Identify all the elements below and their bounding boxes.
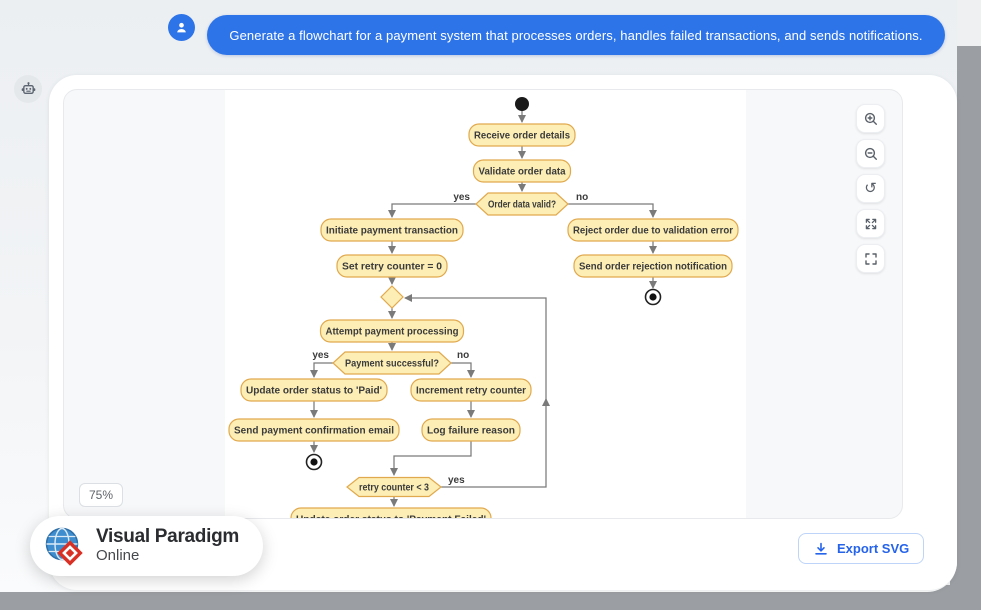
flow-node-label: retry counter < 3 xyxy=(359,483,429,494)
flow-node-label: Order data valid? xyxy=(488,200,556,211)
flow-edge xyxy=(309,362,333,379)
fit-screen-button[interactable] xyxy=(856,244,885,273)
flow-node-label: Send payment confirmation email xyxy=(234,426,394,437)
fit-screen-icon xyxy=(864,252,877,265)
flow-edge-label: yes xyxy=(453,192,470,203)
flow-node-validate-order[interactable]: Validate order data xyxy=(472,159,572,183)
flow-node-label: Receive order details xyxy=(474,131,570,142)
flow-edge-label: no xyxy=(457,350,469,361)
flow-node-update-paid[interactable]: Update order status to 'Paid' xyxy=(240,378,388,402)
app-window: Generate a flowchart for a payment syste… xyxy=(0,0,957,592)
flow-node-label: Update order status to 'Payment Failed' xyxy=(296,515,486,520)
canvas-toolbar: ↺ xyxy=(856,104,886,279)
brand-title: Visual Paradigm xyxy=(96,526,239,548)
brand-subtitle: Online xyxy=(96,547,140,565)
flow-edges: yes no yes no yes xyxy=(309,111,658,508)
flow-node-label: Send order rejection notification xyxy=(579,262,727,273)
flow-node-label: Initiate payment transaction xyxy=(326,226,458,237)
expand-icon xyxy=(865,218,876,229)
flow-node-label: Set retry counter = 0 xyxy=(342,262,442,273)
flow-node-log-failure[interactable]: Log failure reason xyxy=(421,418,521,442)
reset-view-button[interactable]: ↺ xyxy=(856,174,885,203)
flow-node-label: Payment successful? xyxy=(345,359,439,370)
flow-node-set-retry[interactable]: Set retry counter = 0 xyxy=(336,254,448,278)
flow-node-label: Reject order due to validation error xyxy=(573,226,733,237)
prompt-message: Generate a flowchart for a payment syste… xyxy=(207,15,945,55)
flow-node-label: Validate order data xyxy=(479,167,566,178)
user-avatar-icon xyxy=(168,14,195,41)
brand-text: Visual Paradigm Online xyxy=(96,526,239,565)
flow-node-send-rejection[interactable]: Send order rejection notification xyxy=(573,254,733,278)
flow-node-update-failed[interactable]: Update order status to 'Payment Failed' xyxy=(290,507,492,520)
flow-node-label: Log failure reason xyxy=(427,426,515,437)
flow-edge xyxy=(387,203,476,219)
flow-node-order-valid[interactable]: Order data valid? xyxy=(475,192,569,216)
flowchart-svg: yes no yes no yes Receive order detailsValid… xyxy=(228,97,739,520)
flow-node-start[interactable] xyxy=(515,97,529,111)
robot-icon xyxy=(21,81,35,94)
flow-node-end-paid[interactable] xyxy=(305,453,323,471)
zoom-level-badge: 75% xyxy=(79,483,123,507)
flow-node-receive-order[interactable]: Receive order details xyxy=(468,123,576,147)
export-svg-label: Export SVG xyxy=(837,541,910,556)
flow-edge-label: yes xyxy=(312,350,329,361)
zoom-in-icon xyxy=(864,112,877,125)
visual-paradigm-logo[interactable]: Visual Paradigm Online xyxy=(30,516,263,576)
expand-button[interactable] xyxy=(856,209,885,238)
reset-icon: ↺ xyxy=(864,180,877,197)
flow-edge-label: no xyxy=(576,192,588,203)
flow-node-label: Attempt payment processing xyxy=(326,327,459,338)
flow-edge xyxy=(568,203,658,219)
flow-edge xyxy=(389,441,472,477)
zoom-out-button[interactable] xyxy=(856,139,885,168)
person-icon xyxy=(177,22,186,33)
flow-node-end-rejected[interactable] xyxy=(644,288,662,306)
globe-logo-icon xyxy=(45,527,83,566)
prompt-text: Generate a flowchart for a payment syste… xyxy=(229,27,923,43)
robot-avatar xyxy=(14,75,42,103)
zoom-in-button[interactable] xyxy=(856,104,885,133)
flow-node-attempt-payment[interactable]: Attempt payment processing xyxy=(319,319,465,343)
flow-edge xyxy=(403,293,547,488)
export-svg-button[interactable]: Export SVG xyxy=(798,533,925,564)
flow-node-label: Increment retry counter xyxy=(416,386,526,397)
zoom-out-icon xyxy=(864,147,877,160)
flow-node-payment-success[interactable]: Payment successful? xyxy=(332,351,452,375)
flow-node-merge[interactable] xyxy=(380,285,404,309)
flow-edge xyxy=(451,362,476,379)
flow-edge-label: yes xyxy=(448,475,465,486)
flow-node-label: Update order status to 'Paid' xyxy=(246,386,382,397)
flow-node-initiate-payment[interactable]: Initiate payment transaction xyxy=(320,218,464,242)
download-icon xyxy=(815,542,827,555)
flow-node-reject-order[interactable]: Reject order due to validation error xyxy=(567,218,739,242)
flow-node-retry-check[interactable]: retry counter < 3 xyxy=(346,476,442,498)
flow-node-send-confirmation[interactable]: Send payment confirmation email xyxy=(228,418,400,442)
flow-node-increment-retry[interactable]: Increment retry counter xyxy=(410,378,532,402)
